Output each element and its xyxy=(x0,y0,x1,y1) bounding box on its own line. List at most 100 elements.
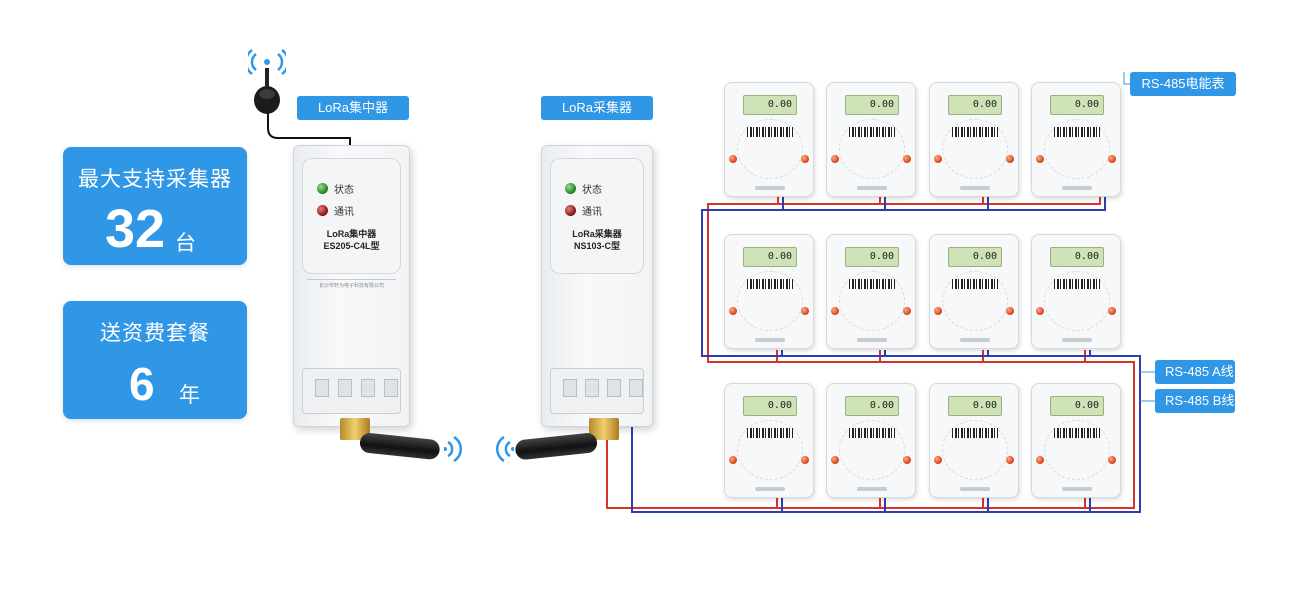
meter-foot xyxy=(960,186,990,190)
terminal-screw-icon xyxy=(729,307,737,315)
energy-meter: 0.00 xyxy=(724,234,814,349)
terminal-screw-icon xyxy=(1108,456,1116,464)
collector-model: NS103-C型 xyxy=(573,241,620,251)
terminal-slot xyxy=(563,379,577,397)
terminal-screw-icon xyxy=(1006,456,1014,464)
terminal-slot xyxy=(338,379,352,397)
terminal-screw-icon xyxy=(1006,155,1014,163)
collector-panel: 状态 通讯 LoRa采集器 NS103-C型 xyxy=(550,158,644,274)
meter-barcode xyxy=(952,279,998,289)
terminal-slot xyxy=(629,379,643,397)
energy-meter: 0.00 xyxy=(826,383,916,498)
comm-led-label: 通讯 xyxy=(582,207,602,218)
lora-collector-device: 状态 通讯 LoRa采集器 NS103-C型 xyxy=(541,145,653,427)
energy-meter: 0.00 xyxy=(1031,82,1121,197)
meter-lcd: 0.00 xyxy=(743,95,797,115)
terminal-slot xyxy=(361,379,375,397)
energy-meter: 0.00 xyxy=(1031,383,1121,498)
meter-face xyxy=(839,271,905,331)
meter-barcode xyxy=(747,127,793,137)
concentrator-terminal xyxy=(302,368,401,414)
terminal-screw-icon xyxy=(1006,307,1014,315)
energy-meter: 0.00 xyxy=(929,82,1019,197)
meter-face xyxy=(737,271,803,331)
meter-barcode xyxy=(849,279,895,289)
meter-face xyxy=(839,420,905,480)
meter-lcd: 0.00 xyxy=(845,396,899,416)
terminal-screw-icon xyxy=(1108,155,1116,163)
terminal-screw-icon xyxy=(934,155,942,163)
terminal-screw-icon xyxy=(831,307,839,315)
status-led-label: 状态 xyxy=(334,185,354,196)
wireless-signal-icon xyxy=(495,435,514,463)
status-led-icon xyxy=(565,183,576,194)
meter-lcd: 0.00 xyxy=(845,247,899,267)
collector-tag: LoRa采集器 xyxy=(541,96,653,120)
status-led-label: 状态 xyxy=(582,185,602,196)
meter-face xyxy=(942,420,1008,480)
meter-foot xyxy=(960,338,990,342)
free-plan-value: 6 xyxy=(129,358,155,410)
status-led-icon xyxy=(317,183,328,194)
terminal-screw-icon xyxy=(831,155,839,163)
terminal-screw-icon xyxy=(1036,307,1044,315)
max-collectors-title: 最大支持采集器 xyxy=(78,168,232,191)
meter-lcd: 0.00 xyxy=(948,396,1002,416)
meter-foot xyxy=(1062,487,1092,491)
meter-foot xyxy=(960,487,990,491)
terminal-screw-icon xyxy=(801,307,809,315)
terminal-slot xyxy=(384,379,398,397)
meter-lcd: 0.00 xyxy=(1050,95,1104,115)
meter-barcode xyxy=(952,428,998,438)
comm-led-icon xyxy=(317,205,328,216)
meter-lcd: 0.00 xyxy=(948,247,1002,267)
meter-face xyxy=(737,119,803,179)
meter-lcd: 0.00 xyxy=(743,396,797,416)
comm-led-label: 通讯 xyxy=(334,207,354,218)
terminal-screw-icon xyxy=(801,155,809,163)
wire-b xyxy=(631,196,1141,513)
meter-lcd: 0.00 xyxy=(948,95,1002,115)
max-collectors-card: 最大支持采集器 32 台 xyxy=(63,147,247,265)
meter-foot xyxy=(857,338,887,342)
energy-meter: 0.00 xyxy=(929,383,1019,498)
meter-tag: RS-485电能表 xyxy=(1130,72,1236,96)
terminal-screw-icon xyxy=(729,155,737,163)
terminal-slot xyxy=(607,379,621,397)
terminal-screw-icon xyxy=(903,307,911,315)
line-b-tag: RS-485 B线 xyxy=(1155,389,1235,413)
meter-barcode xyxy=(747,428,793,438)
meter-foot xyxy=(755,186,785,190)
meter-foot xyxy=(857,487,887,491)
energy-meter: 0.00 xyxy=(826,82,916,197)
collector-terminal xyxy=(550,368,644,414)
meter-foot xyxy=(857,186,887,190)
terminal-screw-icon xyxy=(903,456,911,464)
free-plan-card: 送资费套餐 6 年 xyxy=(63,301,247,419)
meter-barcode xyxy=(1054,428,1100,438)
terminal-screw-icon xyxy=(934,307,942,315)
meter-barcode xyxy=(1054,279,1100,289)
concentrator-name: LoRa集中器 xyxy=(326,229,377,239)
lora-concentrator-device: 状态 通讯 LoRa集中器 ES205-C4L型 长沙市轩为电子科技有限公司 xyxy=(293,145,410,427)
terminal-screw-icon xyxy=(934,456,942,464)
terminal-slot xyxy=(315,379,329,397)
terminal-screw-icon xyxy=(1036,155,1044,163)
meter-barcode xyxy=(849,127,895,137)
energy-meter: 0.00 xyxy=(724,383,814,498)
concentrator-tag: LoRa集中器 xyxy=(297,96,409,120)
meter-face xyxy=(839,119,905,179)
meter-face xyxy=(737,420,803,480)
meter-lcd: 0.00 xyxy=(1050,396,1104,416)
concentrator-company: 长沙市轩为电子科技有限公司 xyxy=(307,279,396,289)
free-plan-title: 送资费套餐 xyxy=(100,322,210,345)
meter-face xyxy=(1044,420,1110,480)
meter-foot xyxy=(755,487,785,491)
wireless-signal-icon xyxy=(444,435,463,463)
max-collectors-value: 32 xyxy=(105,199,166,259)
terminal-slot xyxy=(585,379,599,397)
line-a-tag: RS-485 A线 xyxy=(1155,360,1235,384)
terminal-screw-icon xyxy=(1036,456,1044,464)
terminal-screw-icon xyxy=(831,456,839,464)
